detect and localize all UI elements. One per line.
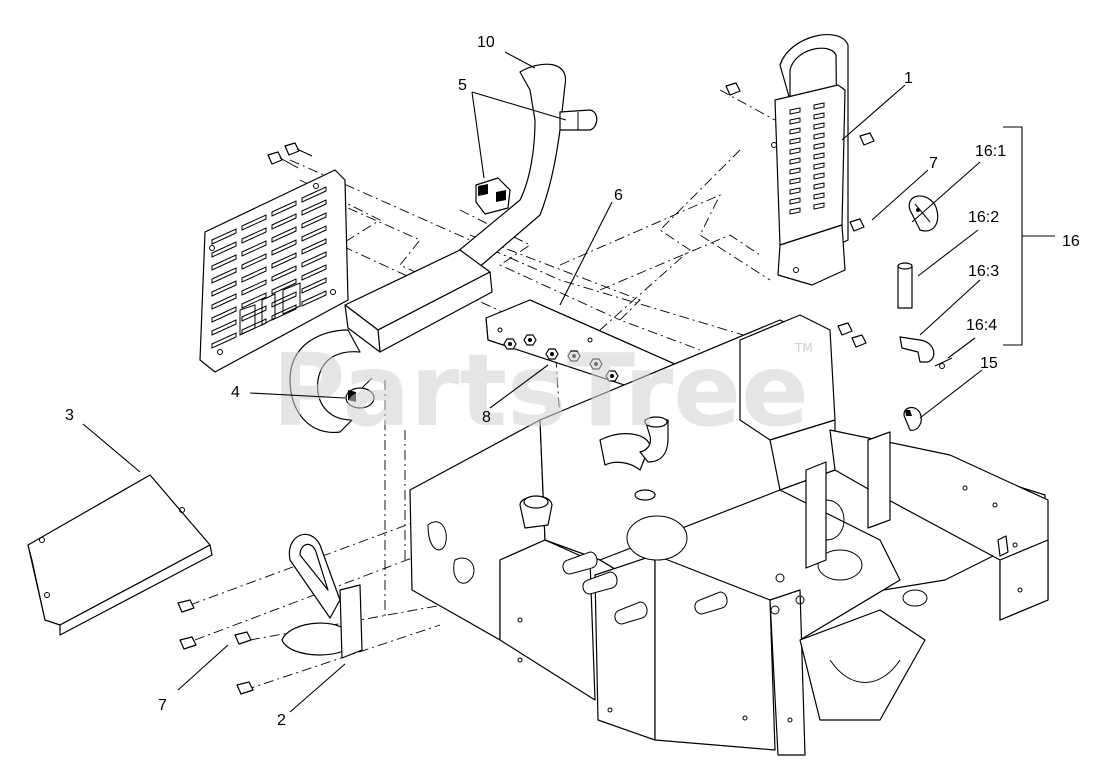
grille-slot: [789, 107, 801, 115]
grille-slot: [789, 117, 801, 125]
grille-slot: [789, 177, 801, 185]
grille-slot: [301, 277, 327, 294]
callout-16-1: 16:1: [975, 143, 1006, 160]
grille-slot: [301, 225, 327, 242]
callout-7-bottom: 7: [158, 697, 167, 714]
grille-slot: [813, 142, 825, 150]
grille-slot: [241, 279, 267, 296]
grille-slot: [789, 187, 801, 195]
grille-slot: [813, 152, 825, 160]
grille-slot: [271, 226, 297, 243]
grille-slot: [813, 132, 825, 140]
grille-slot: [211, 280, 237, 297]
grille-slot: [271, 304, 297, 321]
grille-slot: [271, 278, 297, 295]
grille-slot: [211, 241, 237, 258]
grille-slot: [271, 291, 297, 308]
callout-8: 8: [482, 409, 491, 426]
grille-slot: [301, 251, 327, 268]
part-16-kit: [897, 195, 953, 431]
callout-1: 1: [904, 70, 913, 87]
grille-slot: [241, 305, 267, 322]
nut-hole: [508, 342, 512, 346]
exhaust-assembly: [289, 63, 598, 433]
grille-slot: [813, 122, 825, 130]
nut-hole: [610, 374, 614, 378]
grille-slot: [211, 267, 237, 284]
grille-slot: [301, 290, 327, 307]
main-frame: [409, 314, 1049, 756]
grille-slot: [813, 112, 825, 120]
watermark-text: PartsTree: [272, 332, 809, 449]
grille-slot: [241, 253, 267, 270]
callout-3: 3: [65, 407, 74, 424]
grille-slot: [271, 200, 297, 217]
grille-slot: [789, 207, 801, 215]
nut-hole: [594, 362, 598, 366]
watermark: PartsTree TM: [272, 332, 813, 449]
grille-slot: [301, 199, 327, 216]
callouts: 10 5 1 16:1 7 6 16:2 16 16:3 16:4 15 4 3…: [65, 34, 1080, 729]
grille-slot: [211, 228, 237, 245]
callout-5: 5: [458, 77, 467, 94]
grille-slot: [211, 293, 237, 310]
grille-slot: [301, 186, 327, 203]
callout-6: 6: [614, 187, 623, 204]
grille-slot: [813, 182, 825, 190]
callout-4: 4: [231, 384, 240, 401]
grille-slot: [211, 306, 237, 323]
grille-slot: [241, 266, 267, 283]
leader-lines: [82, 51, 1055, 713]
callout-7-top: 7: [929, 155, 938, 172]
left-grille: [199, 169, 349, 373]
callout-16-2: 16:2: [968, 209, 999, 226]
grille-slot: [211, 319, 237, 336]
grille-slot: [789, 137, 801, 145]
grille-slot: [813, 172, 825, 180]
screws-top-left: [267, 142, 313, 169]
callout-15: 15: [980, 355, 998, 372]
grille-slot: [813, 192, 825, 200]
grille-slot: [241, 240, 267, 257]
grille-slot: [211, 254, 237, 271]
grille-slot: [271, 265, 297, 282]
part-1-right-grille: [771, 34, 849, 286]
grille-slot: [241, 214, 267, 231]
callout-16-3: 16:3: [968, 263, 999, 280]
grille-slot: [813, 162, 825, 170]
screws-right: [725, 82, 875, 348]
grille-slot: [271, 213, 297, 230]
grille-slot: [789, 197, 801, 205]
watermark-trademark: TM: [794, 341, 813, 355]
part-3-plate: [27, 474, 213, 636]
grille-slot: [241, 227, 267, 244]
nut-hole: [572, 354, 576, 358]
grille-slot: [813, 102, 825, 110]
grille-slot: [241, 292, 267, 309]
part-2-tow-hook: [177, 533, 363, 695]
grille-slot: [301, 238, 327, 255]
callout-2: 2: [277, 712, 286, 729]
callout-16: 16: [1062, 233, 1080, 250]
callout-16-4: 16:4: [966, 317, 997, 334]
grille-slot: [271, 239, 297, 256]
grille-slot: [271, 252, 297, 269]
callout-10: 10: [477, 34, 495, 51]
nut-hole: [550, 352, 554, 356]
grille-slot: [789, 167, 801, 175]
grille-slot: [813, 202, 825, 210]
grille-slot: [789, 157, 801, 165]
nut-hole: [528, 338, 532, 342]
grille-slot: [301, 264, 327, 281]
grille-slot: [789, 127, 801, 135]
grille-slot: [301, 212, 327, 229]
grille-slot: [789, 147, 801, 155]
grille-slot: [211, 332, 237, 349]
